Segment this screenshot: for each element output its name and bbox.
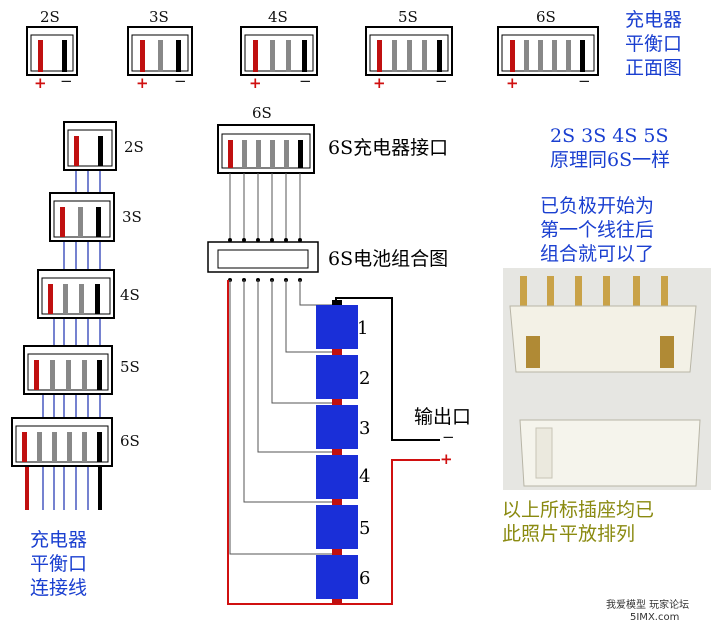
top-plus-5s: + xyxy=(373,74,386,92)
charger-port-label: 6S充电器接口 xyxy=(328,137,449,159)
left-connector-5s xyxy=(23,345,113,395)
watermark-line2: 5IMX.com xyxy=(630,612,680,623)
caption-line: 平衡口 xyxy=(625,33,683,55)
cell-number-1: 1 xyxy=(357,318,369,339)
top-minus-2s: − xyxy=(60,72,73,90)
left-label-2s: 2S xyxy=(124,138,144,156)
note-line: 第一个线往后 xyxy=(540,219,655,241)
watermark-line1: 我爱模型 玩家论坛 xyxy=(606,600,690,611)
top-label-3s: 3S xyxy=(149,8,169,26)
output-plus: + xyxy=(440,450,453,468)
left-caption: 充电器 平衡口 连接线 xyxy=(30,528,87,600)
center-charger-port xyxy=(217,124,315,174)
output-label: 输出口 xyxy=(414,406,472,428)
top-label-5s: 5S xyxy=(398,8,418,26)
cell-number-6: 6 xyxy=(359,568,371,589)
connector-photo xyxy=(503,268,711,490)
note-negative-first: 已负极开始为 第一个线往后 组合就可以了 xyxy=(540,194,654,266)
top-label-2s: 2S xyxy=(40,8,60,26)
note-same-principle: 2S 3S 4S 5S 原理同6S一样 xyxy=(550,124,670,172)
caption-line: 正面图 xyxy=(625,57,683,79)
top-connector-3s xyxy=(127,26,193,76)
top-minus-4s: − xyxy=(299,72,312,90)
output-positive-wire xyxy=(336,459,440,605)
left-connector-6s xyxy=(11,417,113,467)
top-plus-3s: + xyxy=(136,74,149,92)
cell-number-2: 2 xyxy=(359,368,371,389)
note-line: 已负极开始为 xyxy=(540,195,655,217)
note-line: 原理同6S一样 xyxy=(550,149,671,171)
battery-combo-label: 6S电池组合图 xyxy=(328,248,449,270)
balance-leads xyxy=(229,280,336,555)
top-connector-2s xyxy=(26,26,78,76)
cell-number-3: 3 xyxy=(359,418,371,439)
note-photo-caption: 以上所标插座均已 此照片平放排列 xyxy=(502,498,654,546)
battery-cells xyxy=(316,300,358,604)
left-label-5s: 5S xyxy=(120,358,140,376)
note-line: 2S 3S 4S 5S xyxy=(550,125,669,147)
caption-line: 充电器 xyxy=(30,529,88,551)
left-label-4s: 4S xyxy=(120,286,140,304)
top-plus-4s: + xyxy=(249,74,262,92)
left-label-3s: 3S xyxy=(122,208,142,226)
top-connector-4s xyxy=(240,26,318,76)
output-minus: − xyxy=(442,428,455,446)
caption-line: 连接线 xyxy=(30,577,88,599)
left-label-6s: 6S xyxy=(120,432,140,450)
top-minus-6s: − xyxy=(578,72,591,90)
center-header-6s: 6S xyxy=(252,104,272,122)
note-line: 此照片平放排列 xyxy=(502,523,636,545)
note-line: 以上所标插座均已 xyxy=(502,499,655,521)
center-port-wires xyxy=(229,173,301,240)
center-battery-connector xyxy=(207,238,319,282)
top-minus-5s: − xyxy=(435,72,448,90)
top-minus-3s: − xyxy=(174,72,187,90)
top-label-6s: 6S xyxy=(536,8,556,26)
left-connector-2s xyxy=(63,121,117,171)
note-line: 组合就可以了 xyxy=(540,243,655,265)
left-connector-3s xyxy=(49,192,115,242)
top-connector-5s xyxy=(365,26,453,76)
left-connector-4s xyxy=(37,269,115,319)
top-plus-2s: + xyxy=(34,74,47,92)
caption-line: 充电器 xyxy=(625,9,683,31)
cell-number-5: 5 xyxy=(359,518,371,539)
top-plus-6s: + xyxy=(506,74,519,92)
top-label-4s: 4S xyxy=(268,8,288,26)
cell-number-4: 4 xyxy=(359,466,371,487)
top-right-caption: 充电器 平衡口 正面图 xyxy=(625,8,682,80)
top-connector-6s xyxy=(497,26,599,76)
caption-line: 平衡口 xyxy=(30,553,88,575)
